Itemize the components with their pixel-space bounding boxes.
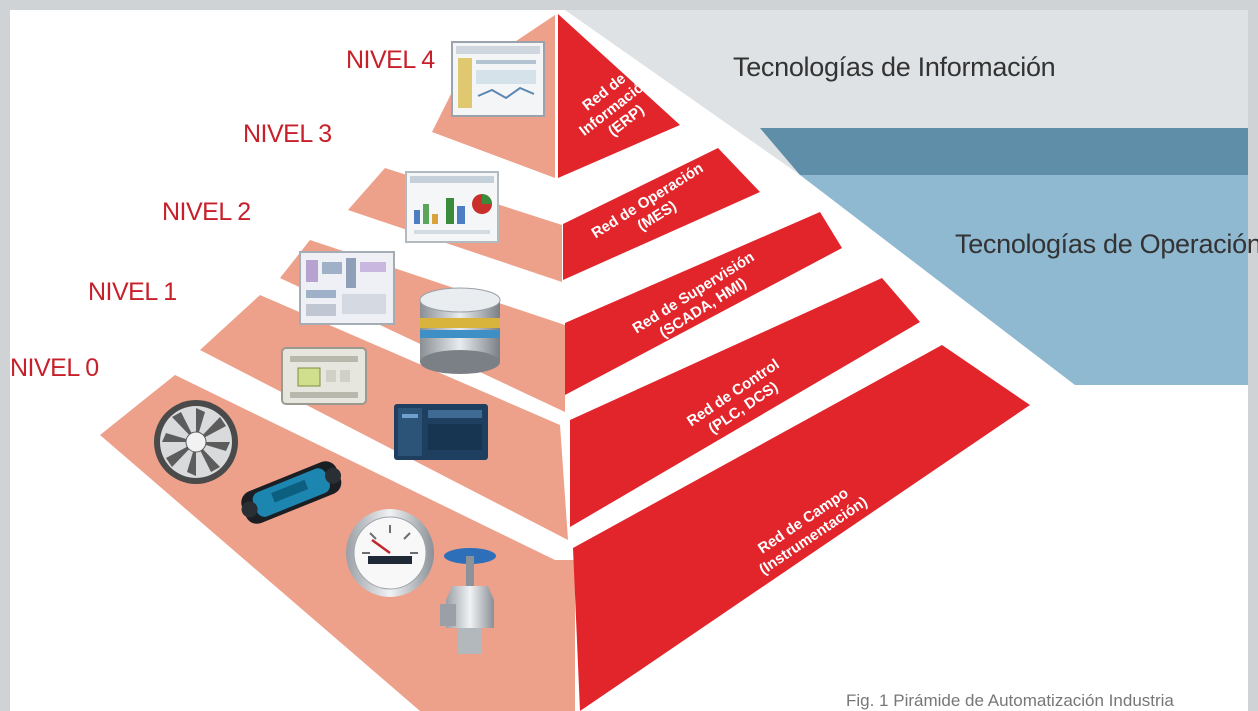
level-4-band <box>558 14 680 178</box>
plc-module-icon <box>281 347 367 405</box>
it-zone-label: Tecnologías de Información <box>733 52 1055 82</box>
scada-screen-icon <box>299 251 395 325</box>
level-0-label: NIVEL 0 <box>10 354 99 382</box>
level-3-label: NIVEL 3 <box>243 120 332 148</box>
erp-screen-icon <box>451 41 545 117</box>
database-server-icon <box>419 287 501 374</box>
pressure-gauge-icon <box>346 509 434 597</box>
level-2-label: NIVEL 2 <box>162 198 251 226</box>
turbine-fan-icon <box>154 400 238 484</box>
level-3-band <box>563 148 760 280</box>
level-2-band <box>565 212 842 395</box>
ot-zone <box>760 128 1248 385</box>
flow-meter-icon <box>241 461 342 524</box>
level-4-label: NIVEL 4 <box>346 46 435 74</box>
valve-icon <box>440 548 496 654</box>
level-0-band <box>573 345 1030 711</box>
dcs-controller-icon <box>394 404 488 460</box>
ot-zone-label: Tecnologías de Operación <box>955 229 1258 259</box>
level-1-band <box>570 278 920 527</box>
figure-caption: Fig. 1 Pirámide de Automatización Indust… <box>846 691 1174 710</box>
ot-band <box>760 128 1248 175</box>
mes-dashboard-icon <box>405 171 499 243</box>
level-1-label: NIVEL 1 <box>88 278 177 306</box>
